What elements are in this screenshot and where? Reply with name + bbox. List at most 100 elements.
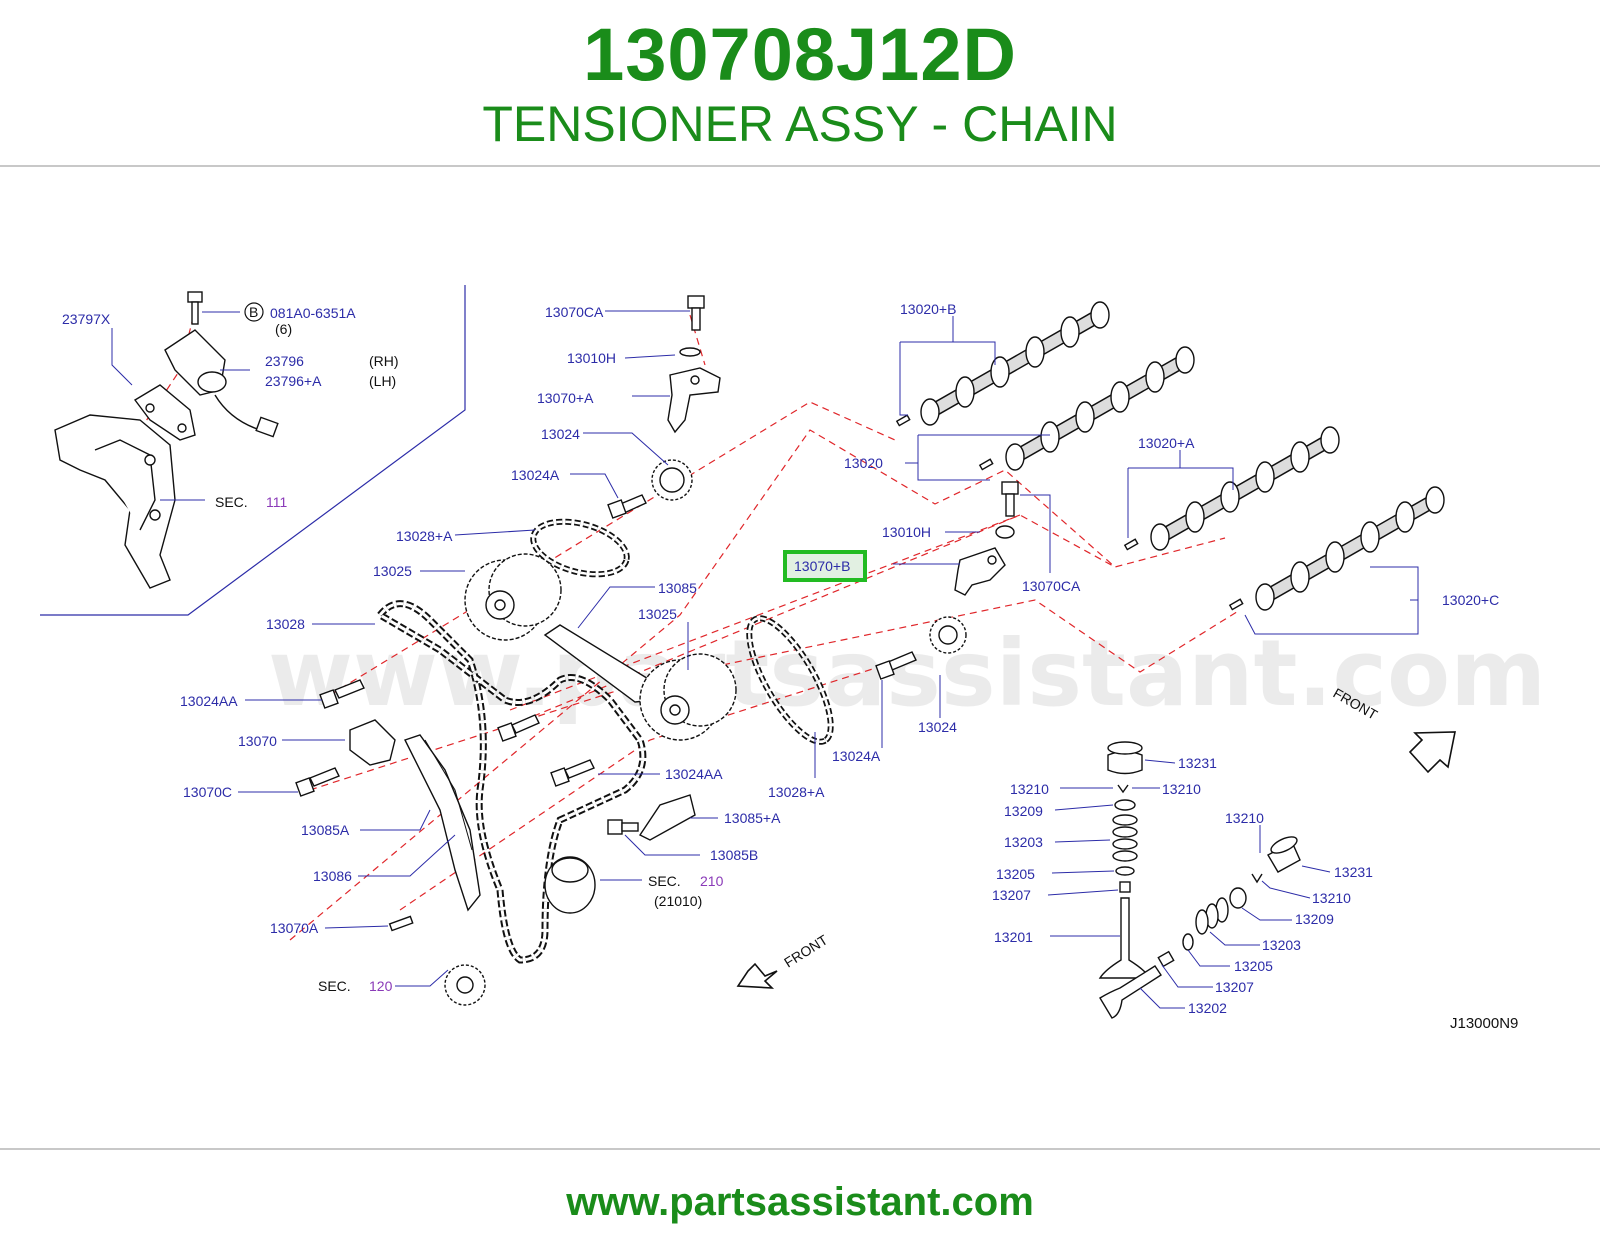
label-13231-b[interactable]: 13231 bbox=[1334, 864, 1373, 880]
leader-line bbox=[1144, 759, 1176, 764]
label-13025-mid[interactable]: 13025 bbox=[638, 606, 677, 622]
sec-210-link[interactable]: 210 bbox=[700, 873, 724, 889]
label-13024AA-mid[interactable]: 13024AA bbox=[665, 766, 723, 782]
label-13070B-highlighted[interactable]: 13070+B bbox=[794, 558, 850, 574]
label-13010H-top[interactable]: 13010H bbox=[567, 350, 616, 366]
sec-120-link[interactable]: 120 bbox=[369, 978, 393, 994]
label-13020C[interactable]: 13020+C bbox=[1442, 592, 1499, 608]
parts-diagram: www.partsassistant.com bbox=[40, 285, 1546, 1032]
dash-line bbox=[399, 664, 886, 911]
label-13203-b[interactable]: 13203 bbox=[1262, 937, 1301, 953]
label-13210-a1[interactable]: 13210 bbox=[1010, 781, 1049, 797]
tensioner-top-part bbox=[667, 367, 721, 434]
label-13020[interactable]: 13020 bbox=[844, 455, 883, 471]
label-13085[interactable]: 13085 bbox=[658, 580, 697, 596]
label-13028A-top[interactable]: 13028+A bbox=[396, 528, 453, 544]
label-13210-b2[interactable]: 13210 bbox=[1312, 890, 1351, 906]
o-ring-top-part bbox=[679, 347, 701, 357]
leader-line bbox=[624, 834, 700, 856]
label-13025-top[interactable]: 13025 bbox=[373, 563, 412, 579]
leader-line bbox=[624, 354, 676, 359]
label-13202[interactable]: 13202 bbox=[1188, 1000, 1227, 1016]
label-13028A-bottom[interactable]: 13028+A bbox=[768, 784, 825, 800]
bolt-13070C-part bbox=[295, 767, 340, 797]
cam-sprocket-upper-part bbox=[464, 553, 562, 641]
part-number-title: 130708J12D bbox=[583, 13, 1017, 96]
leader-line bbox=[1241, 907, 1292, 921]
leader-line bbox=[1047, 889, 1119, 896]
leader-line bbox=[1161, 964, 1213, 988]
label-13070[interactable]: 13070 bbox=[238, 733, 277, 749]
bolt-13024AA-mid-part bbox=[550, 759, 595, 787]
leader-line bbox=[358, 834, 456, 877]
sec-210-label: SEC. bbox=[648, 873, 681, 889]
front-label-left: FRONT bbox=[781, 931, 831, 970]
front-cover-part bbox=[54, 414, 176, 589]
tensioner-bolt-mid-part bbox=[1001, 481, 1019, 517]
label-23796A[interactable]: 23796+A bbox=[265, 373, 322, 389]
label-13024A-top[interactable]: 13024A bbox=[511, 467, 560, 483]
inset-frame bbox=[40, 285, 466, 616]
label-13024-bottom[interactable]: 13024 bbox=[918, 719, 957, 735]
label-13203-a[interactable]: 13203 bbox=[1004, 834, 1043, 850]
leader-line bbox=[1209, 931, 1260, 946]
label-13028[interactable]: 13028 bbox=[266, 616, 305, 632]
label-13010H-mid[interactable]: 13010H bbox=[882, 524, 931, 540]
leader-line bbox=[1054, 804, 1114, 811]
label-13024A-bottom[interactable]: 13024A bbox=[832, 748, 881, 764]
sec-111-link[interactable]: 111 bbox=[266, 494, 287, 510]
label-13085A[interactable]: 13085A bbox=[301, 822, 350, 838]
label-13070CA-mid[interactable]: 13070CA bbox=[1022, 578, 1081, 594]
label-13070A-plus[interactable]: 13070+A bbox=[537, 390, 594, 406]
label-13207-a[interactable]: 13207 bbox=[992, 887, 1031, 903]
callout-b-letter: B bbox=[249, 304, 258, 320]
leader-line bbox=[577, 586, 655, 629]
cam-position-sensor-part bbox=[164, 329, 279, 438]
label-23796[interactable]: 23796 bbox=[265, 353, 304, 369]
dash-line bbox=[689, 314, 706, 366]
label-13201[interactable]: 13201 bbox=[994, 929, 1033, 945]
sec-120-label: SEC. bbox=[318, 978, 351, 994]
label-081A0-6351A[interactable]: 081A0-6351A bbox=[270, 305, 356, 321]
bolt-13085B-part bbox=[607, 819, 639, 835]
label-13024AA-left[interactable]: 13024AA bbox=[180, 693, 238, 709]
label-13210-a2[interactable]: 13210 bbox=[1162, 781, 1201, 797]
label-13207-b[interactable]: 13207 bbox=[1215, 979, 1254, 995]
o-ring-mid-part bbox=[995, 525, 1015, 539]
label-13205-a[interactable]: 13205 bbox=[996, 866, 1035, 882]
label-13020B[interactable]: 13020+B bbox=[900, 301, 956, 317]
sec-111-label: SEC. bbox=[215, 494, 248, 510]
label-13209-a[interactable]: 13209 bbox=[1004, 803, 1043, 819]
leader-line bbox=[111, 328, 133, 386]
highlight-box bbox=[783, 550, 867, 582]
guide-13085A-plus-part bbox=[638, 794, 696, 841]
leader-line bbox=[1301, 865, 1331, 873]
tensioner-13070-part bbox=[349, 719, 396, 766]
dash-line bbox=[309, 599, 1241, 791]
camshaft-13020A-part bbox=[1123, 426, 1340, 551]
leader-line bbox=[324, 925, 389, 929]
label-13085A-plus[interactable]: 13085+A bbox=[724, 810, 781, 826]
part-name-title: TENSIONER ASSY - CHAIN bbox=[482, 96, 1118, 152]
label-13070C[interactable]: 13070C bbox=[183, 784, 232, 800]
label-13205-b[interactable]: 13205 bbox=[1234, 958, 1273, 974]
leader-line bbox=[1187, 949, 1230, 967]
label-13024-top[interactable]: 13024 bbox=[541, 426, 580, 442]
label-13210-b[interactable]: 13210 bbox=[1225, 810, 1264, 826]
leader-line bbox=[360, 809, 431, 831]
leader-line bbox=[570, 473, 619, 499]
valve-train-angled-part bbox=[1099, 836, 1301, 1019]
label-13231-a[interactable]: 13231 bbox=[1178, 755, 1217, 771]
bolt-13024A-top-part bbox=[607, 494, 647, 519]
label-13070A[interactable]: 13070A bbox=[270, 920, 319, 936]
label-23797X[interactable]: 23797X bbox=[62, 311, 111, 327]
footer-url[interactable]: www.partsassistant.com bbox=[566, 1180, 1034, 1224]
label-13070CA-top[interactable]: 13070CA bbox=[545, 304, 604, 320]
camshaft-13020C-part bbox=[1228, 486, 1445, 611]
label-13086[interactable]: 13086 bbox=[313, 868, 352, 884]
label-13085B[interactable]: 13085B bbox=[710, 847, 758, 863]
label-13209-b[interactable]: 13209 bbox=[1295, 911, 1334, 927]
label-13020A[interactable]: 13020+A bbox=[1138, 435, 1195, 451]
leader-line bbox=[1370, 566, 1419, 600]
valve-train-upright-part bbox=[1098, 741, 1152, 979]
